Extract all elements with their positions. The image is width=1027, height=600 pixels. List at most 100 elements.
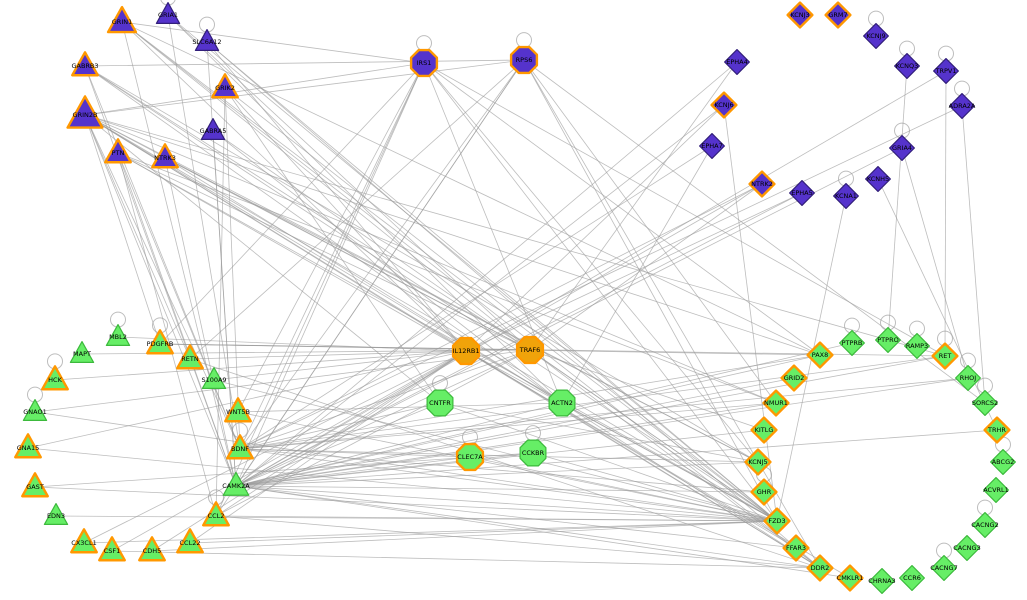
node-GAST[interactable]: GAST [21, 472, 49, 498]
node-shape-diamond [750, 416, 778, 444]
node-shape-diamond [903, 333, 931, 359]
node-shape-triangle [70, 528, 98, 554]
node-GRIN2B[interactable]: GRIN2B [66, 95, 104, 129]
node-ACVRL1[interactable]: ACVRL1 [982, 477, 1010, 503]
node-KCNH5[interactable]: KCNH5 [864, 166, 892, 192]
node-CHRNA3[interactable]: CHRNA3 [868, 567, 896, 595]
node-NTRK3[interactable]: NTRK3 [151, 143, 179, 169]
node-shape-diamond [953, 534, 981, 562]
edge-IRS1-BDNF [239, 62, 425, 450]
node-GNAO1[interactable]: GNAO1 [22, 399, 48, 421]
node-MBL2[interactable]: MBL2 [105, 324, 131, 346]
node-shape-octagon [515, 335, 545, 365]
node-CCL2[interactable]: CCL2 [202, 501, 230, 527]
edge-CNTFR-BDNF [239, 402, 441, 450]
node-shape-triangle [176, 528, 204, 554]
node-CMKLR1[interactable]: CMKLR1 [836, 564, 864, 592]
edge-GRIN1-TRAF6 [121, 21, 531, 351]
node-CSF1[interactable]: CSF1 [98, 536, 126, 562]
node-MAPT[interactable]: MAPT [69, 341, 95, 363]
node-GRM7[interactable]: GRM7 [824, 1, 852, 29]
node-CLEC7A[interactable]: CLEC7A [455, 442, 485, 472]
node-shape-diamond [989, 449, 1017, 475]
node-IRS1[interactable]: IRS1 [409, 48, 439, 78]
node-GABRB3[interactable]: GABRB3 [71, 51, 99, 77]
node-shape-triangle [14, 433, 42, 459]
node-shape-diamond [838, 330, 866, 356]
node-RPS6[interactable]: RPS6 [509, 45, 539, 75]
node-CACNG2[interactable]: CACNG2 [971, 511, 999, 539]
edge-BDNF-PAX8 [239, 354, 821, 450]
node-EPHA5[interactable]: EPHA5 [788, 180, 816, 206]
node-GRIA1[interactable]: GRIA1 [155, 1, 181, 24]
node-S100A9[interactable]: S100A9 [201, 367, 227, 389]
node-CCKBR[interactable]: CCKBR [519, 439, 547, 467]
edge-CAMK2A-NMUR1 [235, 402, 777, 487]
node-shape-triangle [201, 367, 227, 389]
node-TRHR[interactable]: TRHR [983, 416, 1011, 444]
node-TRPV1[interactable]: TRPV1 [932, 57, 960, 85]
node-GHR[interactable]: GHR [750, 478, 778, 506]
node-SLC6A12[interactable]: SLC6A12 [192, 29, 222, 52]
edge-CLEC7A-CAMK2A [235, 456, 471, 487]
node-EPHA4[interactable]: EPHA4 [723, 48, 751, 76]
node-GRIK2[interactable]: GRIK2 [211, 73, 239, 99]
node-RAMP3[interactable]: RAMP3 [903, 333, 931, 359]
node-GABRA5[interactable]: GABRA5 [200, 117, 227, 140]
node-IL12RB1[interactable]: IL12RB1 [451, 336, 481, 366]
node-NTRK2[interactable]: NTRK2 [748, 170, 776, 198]
node-NMUR1[interactable]: NMUR1 [762, 389, 790, 417]
node-shape-triangle [226, 434, 254, 460]
node-PAX8[interactable]: PAX8 [806, 341, 834, 369]
node-shape-diamond [971, 390, 999, 416]
edge-CNTFR-FZD3 [439, 402, 778, 522]
node-KCNJ3[interactable]: KCNJ3 [786, 1, 814, 29]
edge-IRS1-WNT5B [237, 62, 425, 413]
edge-PTN-TRAF6 [117, 152, 531, 351]
node-EPHA7[interactable]: EPHA7 [698, 133, 726, 159]
node-CACNG3[interactable]: CACNG3 [953, 534, 981, 562]
node-ADRA2A[interactable]: ADRA2A [948, 92, 976, 120]
node-CX3CL1[interactable]: CX3CL1 [70, 528, 98, 554]
node-shape-triangle [98, 536, 126, 562]
node-SORCS2[interactable]: SORCS2 [971, 390, 999, 416]
node-WNT5B[interactable]: WNT5B [224, 397, 252, 423]
node-shape-diamond [744, 448, 772, 476]
node-DDR2[interactable]: DDR2 [806, 554, 834, 582]
node-shape-triangle [21, 472, 49, 498]
node-KITLG[interactable]: KITLG [750, 416, 778, 444]
node-GRIA4[interactable]: GRIA4 [888, 135, 916, 161]
edge-IL12RB1-S100A9 [213, 350, 467, 381]
node-TRAF6[interactable]: TRAF6 [515, 335, 545, 365]
node-KCNQ3[interactable]: KCNQ3 [893, 52, 921, 80]
edge-EPHA4-TRAF6 [529, 61, 738, 351]
node-CNTFR[interactable]: CNTFR [426, 389, 454, 417]
node-ABCG2[interactable]: ABCG2 [989, 449, 1017, 475]
node-KCNA1[interactable]: KCNA1 [832, 183, 860, 209]
edge-KCNJ6-FZD3 [723, 104, 778, 522]
edge-IL12RB1-RETN [189, 350, 467, 360]
edge-GRIA1-BDNF [167, 14, 241, 450]
node-shape-octagon [451, 336, 481, 366]
edge-ADRA2A-SORCS2 [961, 105, 986, 404]
node-CACNG7[interactable]: CACNG7 [930, 554, 958, 582]
node-shape-triangle [176, 344, 204, 370]
node-GRIN1[interactable]: GRIN1 [106, 5, 138, 34]
node-HCK[interactable]: HCK [41, 365, 69, 391]
node-PTPRB[interactable]: PTPRB [838, 330, 866, 356]
node-RET[interactable]: RET [931, 342, 959, 370]
node-EDN3[interactable]: EDN3 [43, 503, 69, 526]
node-PTPRO[interactable]: PTPRO [874, 327, 902, 353]
node-PTN[interactable]: PTN [104, 138, 132, 164]
edge-GRIA1-TRAF6 [167, 14, 531, 351]
node-shape-diamond [983, 416, 1011, 444]
node-GRID2[interactable]: GRID2 [780, 364, 808, 392]
edge-GRIN2B-NMUR1 [84, 114, 777, 404]
node-CCR6[interactable]: CCR6 [898, 564, 926, 592]
node-shape-diamond [948, 92, 976, 120]
node-ACTN2[interactable]: ACTN2 [548, 389, 576, 417]
edge-CNTFR-CAMK2A [235, 402, 441, 487]
node-KCNJ9[interactable]: KCNJ9 [862, 23, 890, 50]
